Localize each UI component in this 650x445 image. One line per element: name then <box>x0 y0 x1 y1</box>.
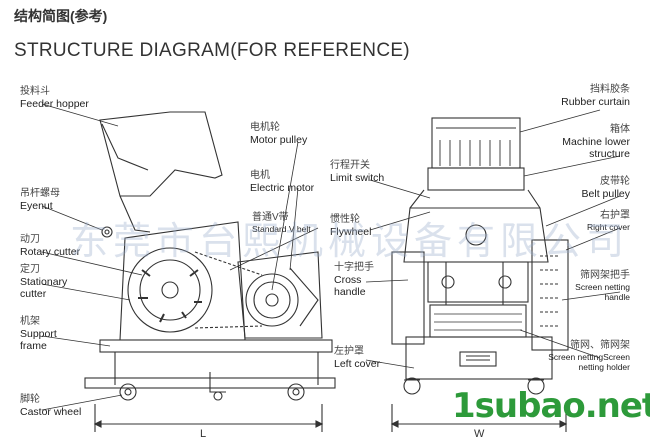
leader-lines <box>41 103 621 411</box>
label-rubber-curtain-en: Rubber curtain <box>561 96 630 108</box>
label-machine-lower-structure-en: Machine lower structure <box>562 136 630 160</box>
label-eyenut-cn: 吊杆螺母 <box>20 188 60 199</box>
label-castor-wheel-en: Castor wheel <box>20 406 82 418</box>
label-rubber-curtain: 挡料胶条 Rubber curtain <box>561 84 630 108</box>
label-eyenut: 吊杆螺母 Eyenut <box>20 188 60 212</box>
label-support-frame-en: Support frame <box>20 328 57 352</box>
label-feeder-hopper: 投料斗 Feeder hopper <box>20 86 89 110</box>
label-electric-motor: 电机 Electric motor <box>250 170 314 194</box>
front-view-machine <box>390 117 569 432</box>
label-stationary-cutter: 定刀 Stationary cutter <box>20 264 90 300</box>
label-screen-netting-holder: 筛网、筛网架 Screen nettingScreen netting hold… <box>530 340 630 372</box>
label-screen-netting-handle: 筛网架把手 Screen netting handle <box>560 270 630 302</box>
label-left-cover-en: Left cover <box>334 358 381 370</box>
label-motor-pulley: 电机轮 Motor pulley <box>250 122 307 146</box>
label-right-cover: 右护罩 Right cover <box>587 210 630 232</box>
label-rubber-curtain-cn: 挡料胶条 <box>590 84 630 95</box>
title-english: STRUCTURE DIAGRAM(FOR REFERENCE) <box>14 40 410 61</box>
label-feeder-hopper-en: Feeder hopper <box>20 98 89 110</box>
dimension-width: W <box>474 428 485 440</box>
label-left-cover: 左护罩 Left cover <box>334 346 380 370</box>
label-electric-motor-en: Electric motor <box>250 182 315 194</box>
label-screen-netting-handle-cn: 筛网架把手 <box>580 270 630 281</box>
label-v-belt: 普通V带 Standard V belt <box>252 212 311 234</box>
dimension-length: L <box>200 428 207 440</box>
label-screen-netting-handle-en: Screen netting handle <box>575 282 630 302</box>
label-flywheel-cn: 惯性轮 <box>330 214 360 225</box>
label-limit-switch: 行程开关 Limit switch <box>330 160 384 184</box>
label-flywheel-en: Flywheel <box>330 226 372 238</box>
label-feeder-hopper-cn: 投料斗 <box>20 86 50 97</box>
label-cross-handle: 十字把手 Cross handle <box>334 262 384 298</box>
label-support-frame-cn: 机架 <box>20 316 40 327</box>
label-limit-switch-cn: 行程开关 <box>330 160 370 171</box>
label-rotary-cutter: 动刀 Rotary cutter <box>20 234 80 258</box>
label-support-frame: 机架 Support frame <box>20 316 80 352</box>
brand-logo-text: 1subao.net <box>452 386 650 426</box>
label-motor-pulley-cn: 电机轮 <box>250 122 280 133</box>
label-rotary-cutter-cn: 动刀 <box>20 234 40 245</box>
label-stationary-cutter-en: Stationary cutter <box>20 276 68 300</box>
label-right-cover-en: Right cover <box>587 222 630 232</box>
label-v-belt-cn: 普通V带 <box>252 212 289 223</box>
label-machine-lower-structure-cn: 箱体 <box>610 124 630 135</box>
label-belt-pulley-en: Belt pulley <box>581 188 630 200</box>
label-left-cover-cn: 左护罩 <box>334 346 364 357</box>
label-right-cover-cn: 右护罩 <box>600 210 630 221</box>
label-castor-wheel-cn: 脚轮 <box>20 394 40 405</box>
label-cross-handle-cn: 十字把手 <box>334 262 374 273</box>
label-belt-pulley: 皮带轮 Belt pulley <box>582 176 630 200</box>
label-screen-netting-holder-cn: 筛网、筛网架 <box>570 340 630 351</box>
label-v-belt-en: Standard V belt <box>252 224 311 234</box>
label-screen-netting-holder-en: Screen nettingScreen netting holder <box>548 352 630 372</box>
label-stationary-cutter-cn: 定刀 <box>20 264 40 275</box>
label-electric-motor-cn: 电机 <box>250 170 270 181</box>
label-flywheel: 惯性轮 Flywheel <box>330 214 371 238</box>
side-view-machine <box>84 111 336 432</box>
label-machine-lower-structure: 箱体 Machine lower structure <box>550 124 630 160</box>
label-cross-handle-en: Cross handle <box>334 274 366 298</box>
label-limit-switch-en: Limit switch <box>330 172 385 184</box>
title-chinese: 结构简图(参考) <box>14 8 108 24</box>
label-eyenut-en: Eyenut <box>20 200 53 212</box>
label-rotary-cutter-en: Rotary cutter <box>20 246 81 258</box>
label-belt-pulley-cn: 皮带轮 <box>600 176 630 187</box>
label-castor-wheel: 脚轮 Castor wheel <box>20 394 81 418</box>
label-motor-pulley-en: Motor pulley <box>250 134 308 146</box>
